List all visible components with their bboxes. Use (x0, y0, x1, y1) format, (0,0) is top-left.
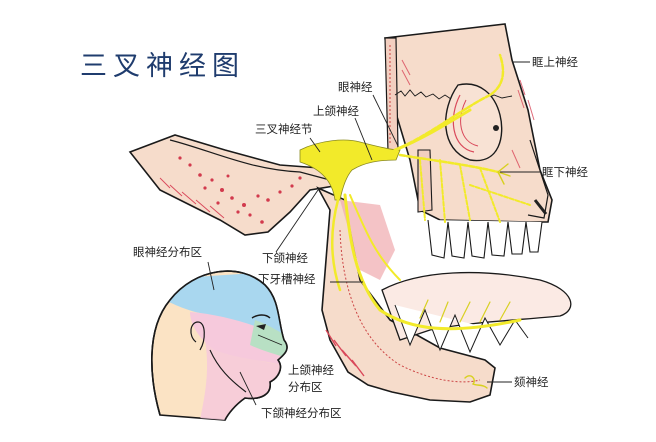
skull (384, 23, 553, 223)
skull-base (128, 134, 347, 236)
upper-teeth (427, 219, 543, 259)
label-maxillary-zone-line1: 上颌神经 (288, 363, 334, 377)
label-mandibular-nerve: 下颌神经 (262, 251, 308, 265)
label-mental-nerve: 颏神经 (514, 375, 549, 389)
leader-lines (207, 61, 540, 406)
label-infraorbital-nerve: 眶下神经 (542, 165, 588, 179)
label-maxillary-nerve: 上颌神经 (313, 104, 359, 118)
head-profile (151, 270, 288, 421)
trigeminal-nerve (299, 53, 531, 389)
label-inferior-alveolar-nerve: 下牙槽神经 (258, 272, 316, 286)
label-supraorbital-nerve: 眶上神经 (532, 55, 578, 69)
label-ophthalmic-nerve: 眼神经 (338, 80, 373, 94)
label-mandibular-zone: 下颌神经分布区 (261, 406, 342, 420)
label-maxillary-zone-line2: 分布区 (288, 380, 323, 394)
diagram-title: 三叉神经图 (80, 51, 245, 82)
label-ophthalmic-zone: 眼神经分布区 (133, 245, 202, 259)
label-trigeminal-ganglion: 三叉神经节 (255, 122, 313, 136)
